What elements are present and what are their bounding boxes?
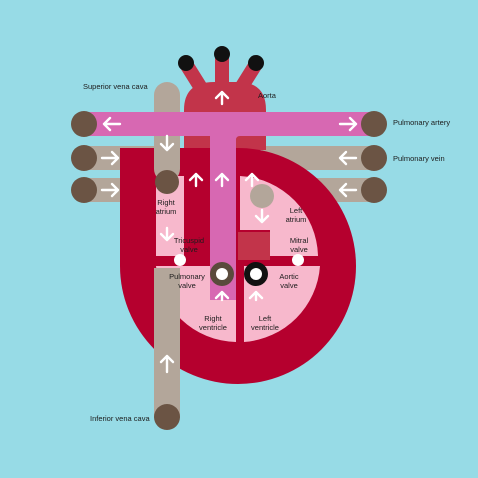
inferior-vena-cava-pipe (154, 268, 180, 418)
label-aorta: Aorta (258, 91, 276, 100)
pulmonary-vein-cap-lower (361, 177, 387, 203)
label-pulmonary-vein: Pulmonary vein (393, 154, 445, 163)
tricuspid-valve-dot (174, 254, 186, 266)
pulmonary-artery-pipe (71, 111, 387, 300)
label-inferior-vena-cava: Inferior vena cava (90, 414, 150, 423)
flow-arrows (100, 90, 358, 374)
left-atrium-inlet (250, 184, 274, 208)
pulmonary-vein-cap-upper (361, 145, 387, 171)
left-ventricle-chamber (244, 266, 320, 342)
label-superior-vena-cava: Superior vena cava (83, 82, 148, 91)
label-pulmonary-artery: Pulmonary artery (393, 118, 451, 127)
mitral-valve-dot (292, 254, 304, 266)
